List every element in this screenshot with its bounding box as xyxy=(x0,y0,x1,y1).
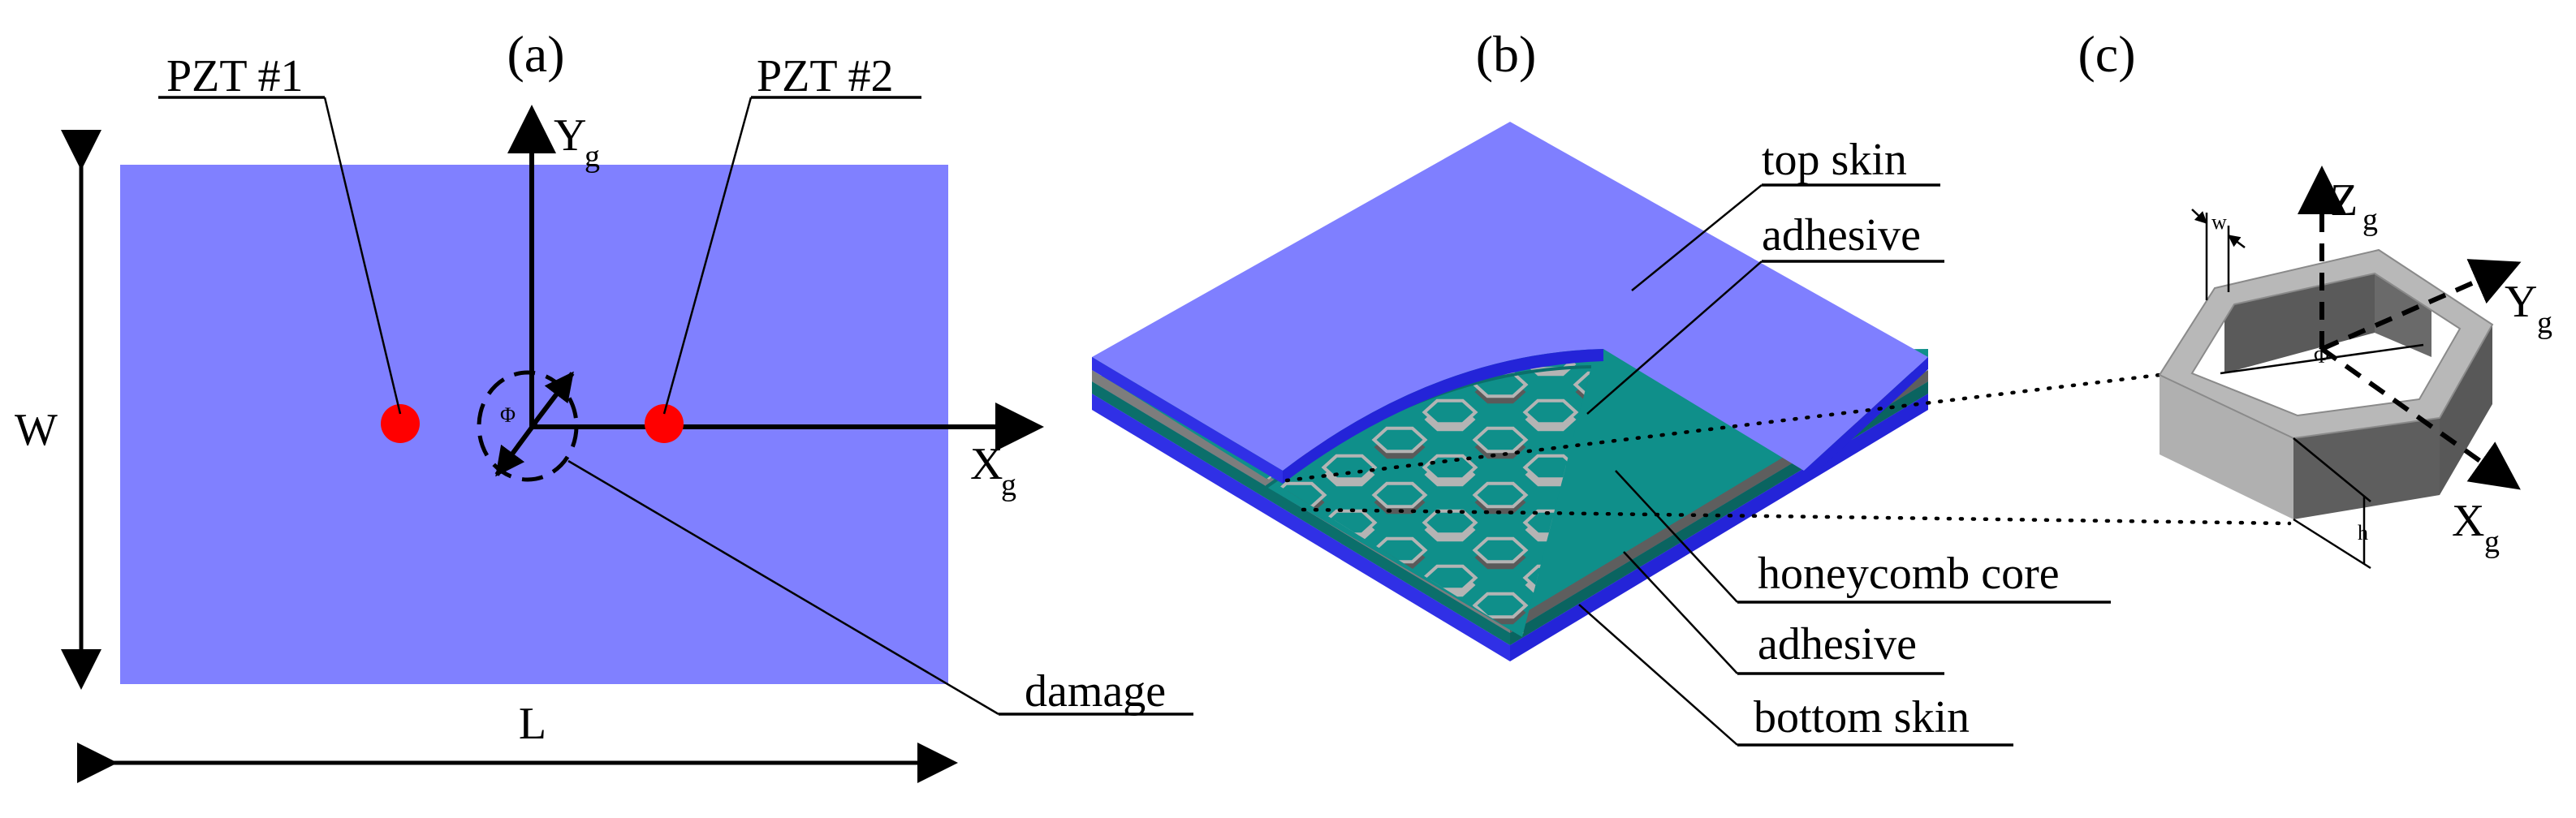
honeycomb-cell-wall xyxy=(1525,684,1577,708)
honeycomb-cell xyxy=(1321,454,1378,481)
damage-radius-arrow xyxy=(529,371,575,428)
honeycomb-cell xyxy=(1626,622,1677,645)
single-hex-cell xyxy=(2158,248,2494,519)
length-label: L xyxy=(519,699,546,749)
honeycomb-cell-wall xyxy=(1172,490,1224,514)
y-axis-label: Y xyxy=(554,110,586,161)
cell-right-face xyxy=(2440,325,2492,495)
bottom-skin-left-edge xyxy=(1092,394,1510,661)
cell-front-face xyxy=(2293,418,2440,519)
honeycomb-cell-wall xyxy=(1827,519,1879,542)
panel-c: (c) Z g Y g X g Φ w xyxy=(2078,25,2552,570)
honeycomb-cell-wall xyxy=(1273,545,1325,570)
cell-front-left-face xyxy=(2160,375,2293,519)
honeycomb-cell xyxy=(1676,594,1728,618)
pzt1-leader xyxy=(323,97,402,415)
y-axis-subscript: g xyxy=(585,140,600,174)
x-axis-label-c: X xyxy=(2452,496,2484,546)
honeycomb-cell-wall xyxy=(1827,463,1879,487)
honeycomb-cell-wall xyxy=(1323,573,1375,597)
honeycomb-cell xyxy=(1472,426,1529,454)
panel-b: (b) top skin adhe xyxy=(1092,25,2292,747)
w-dim-arrow-left xyxy=(2191,209,2207,224)
pzt1-sensor xyxy=(381,404,420,443)
h-label: h xyxy=(2358,521,2368,545)
pzt1-label: PZT #1 xyxy=(166,51,304,101)
honeycomb-cell-wall xyxy=(1878,491,1929,514)
honeycomb-cell xyxy=(1472,481,1529,509)
honeycomb-cell xyxy=(1827,511,1879,535)
panel-b-title: (b) xyxy=(1476,25,1537,83)
honeycomb-cell xyxy=(1371,426,1428,454)
pzt2-leader xyxy=(662,97,753,415)
x-axis-arrow-c xyxy=(2320,347,2521,490)
honeycomb-cell-wall xyxy=(1676,601,1728,625)
x-axis-subscript-c: g xyxy=(2484,525,2500,559)
honeycomb-cell-wall xyxy=(1475,657,1526,680)
honeycomb-cell xyxy=(1422,509,1478,536)
adhesive-top-leader xyxy=(1586,260,1763,415)
top-skin-face xyxy=(1092,122,1928,471)
adhesive-bottom-leader xyxy=(1623,551,1738,674)
top-skin-leader xyxy=(1631,184,1763,291)
honeycomb-cell xyxy=(1371,481,1428,509)
damage-leader xyxy=(567,459,999,716)
y-axis-label-c: Y xyxy=(2505,277,2537,327)
h-dim-top xyxy=(2293,437,2371,502)
cell-diameter-line xyxy=(2220,343,2424,375)
damage-label: damage xyxy=(1025,666,1166,717)
adhesive-top-label: adhesive xyxy=(1762,210,1921,260)
honeycomb-cell xyxy=(1576,649,1627,673)
w-dim-arrow-right xyxy=(2228,235,2246,248)
panel-c-title: (c) xyxy=(2078,25,2135,83)
panel-a: (a) W L Y g X g Φ PZT #1 PZT #2 damage xyxy=(15,25,1193,783)
top-skin-right-edge xyxy=(1804,357,1928,484)
honeycomb-cell xyxy=(1525,677,1577,700)
cell-phi-label: Φ xyxy=(2314,344,2329,368)
honeycomb-cell xyxy=(1522,398,1579,426)
honeycomb-cell xyxy=(1472,536,1529,564)
honeycomb-cell xyxy=(1422,398,1478,426)
x-axis-subscript: g xyxy=(1001,468,1016,502)
top-skin-left-edge xyxy=(1092,357,1283,484)
pzt2-sensor xyxy=(645,404,684,443)
h-dim-bottom xyxy=(2293,518,2371,570)
honeycomb-cell xyxy=(1472,592,1529,619)
honeycomb-leader xyxy=(1615,470,1738,603)
honeycomb-label: honeycomb core xyxy=(1758,549,2060,599)
honeycomb-cell xyxy=(1422,454,1478,481)
bottom-skin-label: bottom skin xyxy=(1754,692,1970,743)
projection-line-top xyxy=(1284,372,2162,483)
damage-phi-label: Φ xyxy=(500,403,516,427)
x-axis-label: X xyxy=(970,439,1003,489)
damage-zone xyxy=(477,370,579,482)
z-axis-subscript: g xyxy=(2362,203,2378,237)
y-axis-subscript-c: g xyxy=(2537,306,2552,340)
honeycomb-cell xyxy=(1878,484,1929,507)
z-axis-label: Z xyxy=(2330,175,2358,226)
honeycomb-cell xyxy=(1170,481,1227,509)
honeycomb-cell-wall xyxy=(1223,518,1275,542)
honeycomb-cell-wall xyxy=(1626,629,1677,652)
panel-a-title: (a) xyxy=(507,25,564,83)
y-axis-arrow-c xyxy=(2320,259,2522,351)
damage-radius-arrow-back xyxy=(494,420,538,477)
honeycomb-cell-wall xyxy=(1576,657,1627,680)
pzt2-label: PZT #2 xyxy=(757,51,894,101)
adhesive-bottom-left-edge xyxy=(1092,381,1510,645)
bottom-skin-leader xyxy=(1578,604,1738,746)
top-skin-curved-edge xyxy=(1283,349,1603,484)
adhesive-bottom-label: adhesive xyxy=(1758,619,1917,669)
top-skin-label: top skin xyxy=(1762,135,1907,185)
width-label: W xyxy=(15,405,58,455)
w-label: w xyxy=(2211,210,2227,234)
